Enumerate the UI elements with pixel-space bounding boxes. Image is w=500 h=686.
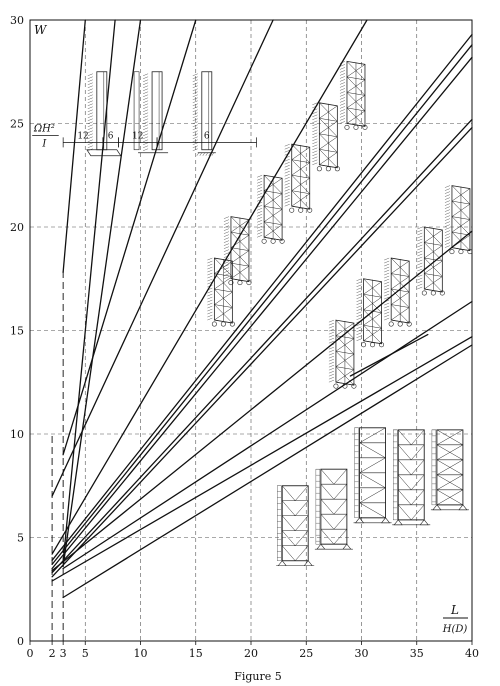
inset-tower bbox=[257, 174, 285, 244]
series-line bbox=[51, 19, 274, 497]
series-line bbox=[62, 300, 473, 570]
dashed-verticals bbox=[51, 268, 64, 641]
x-tick-label: 10 bbox=[134, 647, 148, 660]
inset-tower bbox=[312, 102, 340, 172]
x-tick-label: 0 bbox=[27, 647, 34, 660]
series-line bbox=[51, 33, 473, 561]
structure-insets bbox=[86, 60, 473, 567]
series-lines bbox=[51, 19, 473, 599]
x-tick-label: 5 bbox=[82, 647, 89, 660]
x-tick-label: 3 bbox=[60, 647, 67, 660]
y-tick-label: 15 bbox=[10, 325, 24, 338]
annotation-denominator: I bbox=[41, 138, 47, 149]
annotation-value: 6 bbox=[204, 131, 210, 141]
inset-frame bbox=[314, 468, 353, 550]
series-line bbox=[349, 333, 429, 377]
x-tick-label: 40 bbox=[465, 647, 479, 660]
x-tick-label: 15 bbox=[189, 647, 203, 660]
inset-frame bbox=[353, 427, 392, 524]
annotation-value: 12 bbox=[77, 131, 88, 141]
inset-tower bbox=[339, 60, 368, 130]
x-tick-label: 35 bbox=[410, 647, 424, 660]
series-line bbox=[51, 44, 473, 566]
series-line bbox=[62, 344, 473, 599]
figure-caption: Figure 5 bbox=[234, 670, 282, 683]
y-tick-label: 0 bbox=[17, 635, 24, 648]
series-line bbox=[51, 19, 368, 555]
y-tick-label: 20 bbox=[10, 221, 24, 234]
y-tick-label: 10 bbox=[10, 428, 24, 441]
y-tick-label: 30 bbox=[10, 14, 24, 27]
series-line bbox=[51, 56, 473, 570]
inset-frame bbox=[392, 429, 431, 526]
annotation-value: 6 bbox=[108, 131, 114, 141]
annotation-value: 12 bbox=[132, 131, 143, 141]
annotation: ΩH² I 12 6 12 6 bbox=[32, 123, 257, 149]
inset-tower bbox=[207, 257, 235, 327]
series-line bbox=[62, 19, 142, 568]
x-tick-label: 20 bbox=[244, 647, 258, 660]
series-line bbox=[62, 19, 197, 456]
x-axis-label: L H(D) bbox=[442, 603, 468, 635]
series-line bbox=[51, 126, 473, 578]
x-tick-label: 30 bbox=[355, 647, 369, 660]
series-line bbox=[62, 19, 86, 274]
y-axis-label: W bbox=[34, 23, 48, 37]
inset-tower bbox=[328, 319, 357, 389]
series-line bbox=[51, 118, 473, 574]
inset-tower bbox=[284, 143, 313, 213]
y-tick-label: 5 bbox=[17, 532, 24, 545]
series-line bbox=[51, 336, 473, 582]
series-line bbox=[51, 230, 473, 572]
y-tick-label: 25 bbox=[10, 118, 24, 131]
x-axis-label-denominator: H(D) bbox=[442, 624, 468, 635]
inset-frame bbox=[276, 485, 315, 567]
x-tick-label: 2 bbox=[49, 647, 56, 660]
inset-tower bbox=[444, 185, 473, 255]
annotation-numerator: ΩH² bbox=[33, 123, 55, 134]
inset-tower bbox=[417, 226, 445, 296]
inset-wall bbox=[133, 71, 169, 154]
x-axis-label-numerator: L bbox=[450, 603, 459, 617]
inset-wall bbox=[192, 71, 216, 156]
inset-frame bbox=[430, 429, 469, 511]
series-line bbox=[62, 19, 116, 563]
inset-tower bbox=[384, 257, 412, 327]
x-tick-label: 25 bbox=[299, 647, 313, 660]
